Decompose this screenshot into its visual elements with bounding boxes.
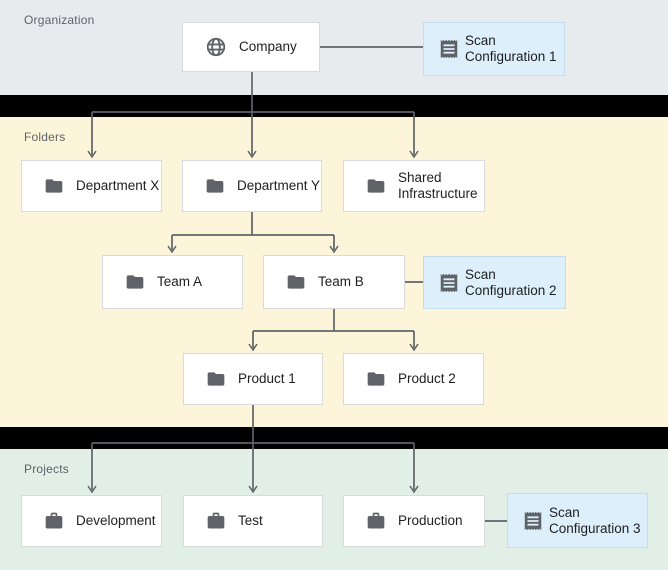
node-label: Scan Configuration 3 xyxy=(549,504,641,536)
node-company: Company xyxy=(182,22,320,72)
node-label: Product 2 xyxy=(398,371,456,386)
folder-icon xyxy=(205,176,225,196)
receipt-icon xyxy=(438,272,460,294)
receipt-icon xyxy=(438,38,460,60)
node-label: Department Y xyxy=(237,178,321,193)
node-production: Production xyxy=(343,495,485,547)
node-label: Company xyxy=(239,39,297,54)
node-team-a: Team A xyxy=(102,255,243,309)
node-label: Scan Configuration 1 xyxy=(465,33,557,64)
folder-icon xyxy=(44,176,64,196)
node-test: Test xyxy=(183,495,323,547)
organization-section-label: Organization xyxy=(24,13,95,27)
folders-section-label: Folders xyxy=(24,130,66,144)
node-team-b: Team B xyxy=(263,255,405,309)
briefcase-icon xyxy=(366,511,386,531)
node-scan-configuration-3: Scan Configuration 3 xyxy=(507,493,648,548)
node-product-2: Product 2 xyxy=(343,353,484,405)
briefcase-icon xyxy=(206,511,226,531)
node-label: Team B xyxy=(318,274,364,289)
node-scan-configuration-2: Scan Configuration 2 xyxy=(423,256,566,309)
node-development: Development xyxy=(21,495,162,547)
node-label: Department X xyxy=(76,178,160,193)
node-label: Development xyxy=(76,513,156,528)
briefcase-icon xyxy=(44,511,64,531)
folder-icon xyxy=(366,176,386,196)
node-label: Product 1 xyxy=(238,371,296,386)
folder-icon xyxy=(366,369,386,389)
node-label: Scan Configuration 2 xyxy=(465,266,557,298)
folder-icon xyxy=(286,272,306,292)
node-department-x: Department X xyxy=(21,160,162,212)
folder-icon xyxy=(125,272,145,292)
node-department-y: Department Y xyxy=(182,160,322,212)
node-product-1: Product 1 xyxy=(183,353,323,405)
receipt-icon xyxy=(522,510,544,532)
node-shared-infrastructure: Shared Infrastructure xyxy=(343,160,485,212)
node-label: Production xyxy=(398,513,463,528)
globe-icon xyxy=(205,36,227,58)
node-label: Test xyxy=(238,513,263,528)
projects-section-label: Projects xyxy=(24,462,69,476)
node-scan-configuration-1: Scan Configuration 1 xyxy=(423,22,565,76)
node-label: Shared Infrastructure xyxy=(398,170,478,201)
folder-icon xyxy=(206,369,226,389)
node-label: Team A xyxy=(157,274,203,289)
